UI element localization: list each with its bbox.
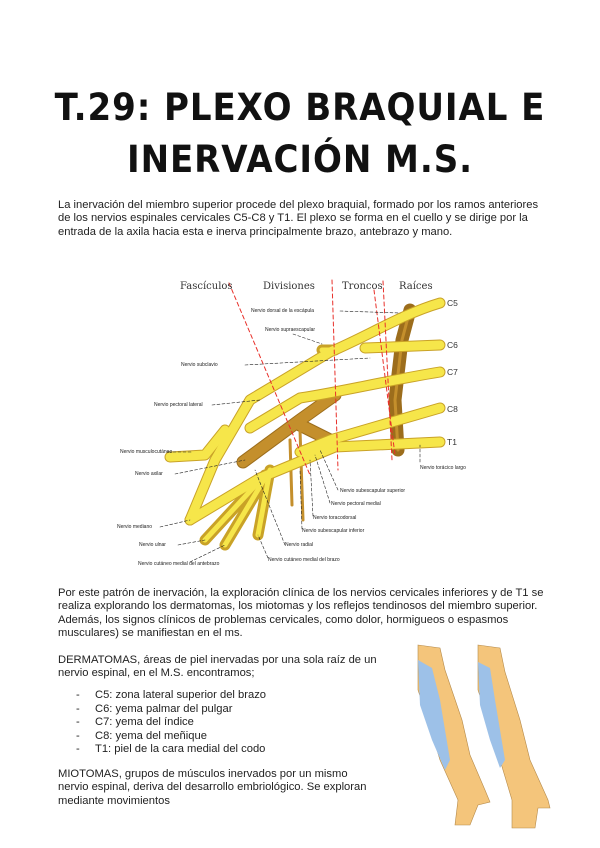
header-fasciculos: Fascículos xyxy=(180,281,233,292)
label-toracico-largo: Nervio torácico largo xyxy=(420,465,466,471)
list-item-text: C7: yema del índice xyxy=(95,716,194,729)
page-title-line-2: INERVACIÓN M.S. xyxy=(127,138,473,181)
list-item: -C5: zona lateral superior del brazo xyxy=(76,689,267,701)
miotomas-paragraph: MIOTOMAS, grupos de músculos inervados p… xyxy=(58,768,367,807)
label-supraescapular: Nervio supraescapular xyxy=(265,327,316,333)
dermatomas-list: -C5: zona lateral superior del brazo -C6… xyxy=(76,689,266,757)
label-subescapular-superior: Nervio subescapular superior xyxy=(340,488,406,494)
dermatomas-intro: DERMATOMAS, áreas de piel inervadas por … xyxy=(58,654,377,680)
label-dorsal-escapula: Nervio dorsal de la escápula xyxy=(251,308,315,314)
root-c5: C5 xyxy=(447,298,458,308)
label-pectoral-medial: Nervio pectoral medial xyxy=(331,501,381,507)
list-item: -C8: yema del meñique xyxy=(76,729,207,742)
label-musculocutaneo: Nervio musculocutáneo xyxy=(120,449,173,455)
label-ulnar: Nervio ulnar xyxy=(139,542,166,548)
root-c7: C7 xyxy=(447,367,458,377)
label-axilar: Nervio axilar xyxy=(135,471,163,477)
list-item-text: C6: yema palmar del pulgar xyxy=(95,702,233,715)
root-t1: T1 xyxy=(447,437,457,447)
label-toracodorsal: Nervio toracodorsal xyxy=(313,515,357,521)
clinical-paragraph: Por este patrón de inervación, la explor… xyxy=(58,587,544,640)
label-radial: Nervio radial xyxy=(285,542,314,548)
header-raices: Raíces xyxy=(399,281,433,292)
list-item-text: C5: zona lateral superior del brazo xyxy=(95,689,267,701)
list-item: -C7: yema del índice xyxy=(76,716,194,729)
page-title-line-1: T.29: PLEXO BRAQUIAL E xyxy=(54,86,546,129)
dermatome-figure xyxy=(417,644,551,829)
label-pectoral-lateral: Nervio pectoral lateral xyxy=(154,402,203,408)
list-item: -T1: piel de la cara medial del codo xyxy=(76,743,266,756)
label-subclavio: Nervio subclavio xyxy=(181,362,218,368)
intro-paragraph: La inervación del miembro superior proce… xyxy=(58,199,539,238)
label-mediano: Nervio mediano xyxy=(117,524,153,530)
label-subescapular-inferior: Nervio subescapular inferior xyxy=(302,528,365,534)
header-troncos: Troncos xyxy=(342,281,383,292)
label-cutaneo-antebrazo: Nervio cutáneo medial del antebrazo xyxy=(138,561,220,567)
root-c6: C6 xyxy=(447,340,458,350)
label-cutaneo-brazo: Nervio cutáneo medial del brazo xyxy=(268,557,340,563)
division-dividers xyxy=(228,279,396,476)
header-divisiones: Divisiones xyxy=(263,281,315,292)
root-c8: C8 xyxy=(447,404,458,414)
list-item-text: C8: yema del meñique xyxy=(95,729,207,742)
list-item-text: T1: piel de la cara medial del codo xyxy=(95,743,266,756)
list-item: -C6: yema palmar del pulgar xyxy=(76,702,233,715)
